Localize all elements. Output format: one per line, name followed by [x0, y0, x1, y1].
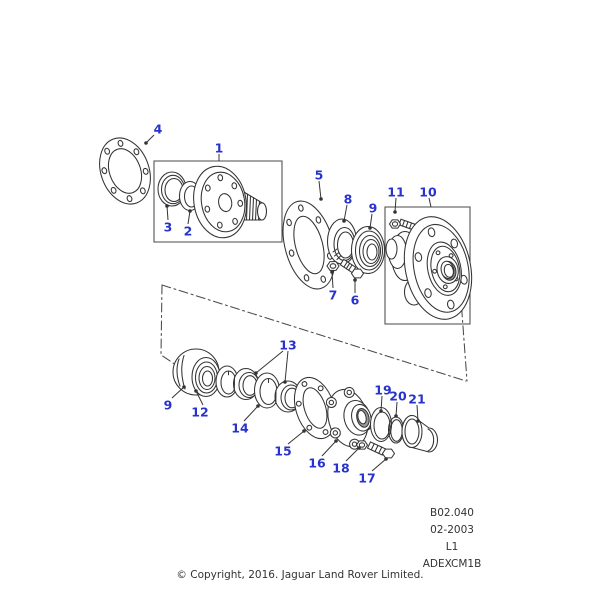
part-label-7[interactable]: 7	[329, 288, 338, 303]
leader-line-19	[381, 396, 382, 411]
part-label-18[interactable]: 18	[332, 461, 349, 476]
leader-dot-18	[357, 446, 361, 450]
leader-dot-6	[353, 278, 357, 282]
leader-dot-11	[393, 210, 397, 214]
part-label-12[interactable]: 12	[191, 405, 208, 420]
part-label-6[interactable]: 6	[351, 293, 360, 308]
leader-line-13	[285, 351, 288, 382]
part-label-8[interactable]: 8	[344, 192, 353, 207]
leader-line-18	[346, 448, 359, 461]
leader-dot-4	[144, 141, 148, 145]
leader-dot-7	[330, 270, 334, 274]
part-label-16[interactable]: 16	[308, 456, 326, 471]
leader-line-8	[344, 205, 347, 221]
part-10-hub	[386, 210, 481, 325]
part-6-bolt	[340, 259, 363, 278]
leader-line-11	[395, 198, 396, 212]
leader-dot-16	[334, 439, 338, 443]
part-label-19[interactable]: 19	[374, 383, 391, 398]
part-label-9[interactable]: 9	[164, 398, 173, 413]
part-label-2[interactable]: 2	[184, 224, 193, 239]
leader-dot-13	[254, 371, 258, 375]
part-label-14[interactable]: 14	[231, 421, 249, 436]
leader-line-10	[429, 198, 431, 207]
part-16-drive-flange	[321, 384, 378, 454]
leader-dot-5	[319, 197, 323, 201]
leader-dot-9	[368, 226, 372, 230]
leader-line-21	[417, 405, 418, 421]
leader-line-4	[146, 135, 154, 143]
leader-dot-3	[165, 204, 169, 208]
leader-line-7	[332, 272, 333, 288]
part-label-20[interactable]: 20	[389, 389, 407, 404]
part-label-11[interactable]: 11	[387, 185, 404, 200]
part-label-10[interactable]: 10	[419, 185, 437, 200]
leader-line-13	[256, 351, 283, 373]
part-9-bearing-upper	[352, 227, 385, 274]
leader-line-20	[396, 402, 397, 416]
part-label-3[interactable]: 3	[164, 220, 173, 235]
part-label-17[interactable]: 17	[358, 471, 375, 486]
leader-dot-13	[283, 380, 287, 384]
leader-dot-12	[194, 389, 198, 393]
leader-line-17	[372, 459, 386, 471]
leader-dot-14	[256, 404, 260, 408]
copyright-line: © Copyright, 2016. Jaguar Land Rover Lim…	[176, 569, 424, 581]
part-label-13[interactable]: 13	[279, 338, 296, 353]
part-11-bolt	[390, 219, 416, 230]
part-label-1[interactable]: 1	[215, 141, 224, 156]
part-3-seal	[158, 172, 186, 206]
leader-dot-20	[394, 414, 398, 418]
part-7-nut	[327, 262, 339, 271]
leader-line-3	[167, 206, 168, 220]
part-19-gasket-ring	[371, 408, 392, 442]
leader-line-14	[244, 406, 258, 421]
reference-line: ADEXCM1B	[422, 558, 482, 570]
reference-line: L1	[445, 541, 459, 553]
leader-line-12	[196, 391, 203, 405]
part-label-4[interactable]: 4	[154, 122, 163, 137]
part-4-gasket	[91, 131, 159, 211]
part-5-gasket	[274, 195, 344, 294]
part-1-group-box	[154, 161, 282, 242]
part-17-bolt	[368, 442, 395, 458]
leader-line-16	[322, 441, 336, 456]
leader-dot-21	[416, 419, 420, 423]
part-label-21[interactable]: 21	[408, 392, 425, 407]
part-20-circlip	[389, 417, 404, 443]
leader-line-9	[172, 387, 184, 398]
leader-dot-9	[182, 385, 186, 389]
part-21-cap	[402, 416, 438, 453]
leader-line-9	[370, 214, 372, 228]
leader-dot-2	[188, 209, 192, 213]
leader-dot-19	[379, 409, 383, 413]
part-label-9[interactable]: 9	[369, 201, 378, 216]
leader-line-15	[288, 431, 304, 444]
leader-dot-8	[342, 219, 346, 223]
leader-dot-17	[384, 457, 388, 461]
part-1-stub-axle	[188, 162, 266, 242]
leader-dot-15	[302, 429, 306, 433]
reference-line: 02-2003	[430, 524, 474, 536]
leader-line-5	[319, 181, 321, 199]
leader-line-2	[188, 211, 190, 224]
reference-line: B02.040	[430, 507, 474, 519]
part-label-5[interactable]: 5	[315, 168, 324, 183]
part-12-lock-washer	[216, 366, 238, 397]
part-label-15[interactable]: 15	[274, 444, 291, 459]
